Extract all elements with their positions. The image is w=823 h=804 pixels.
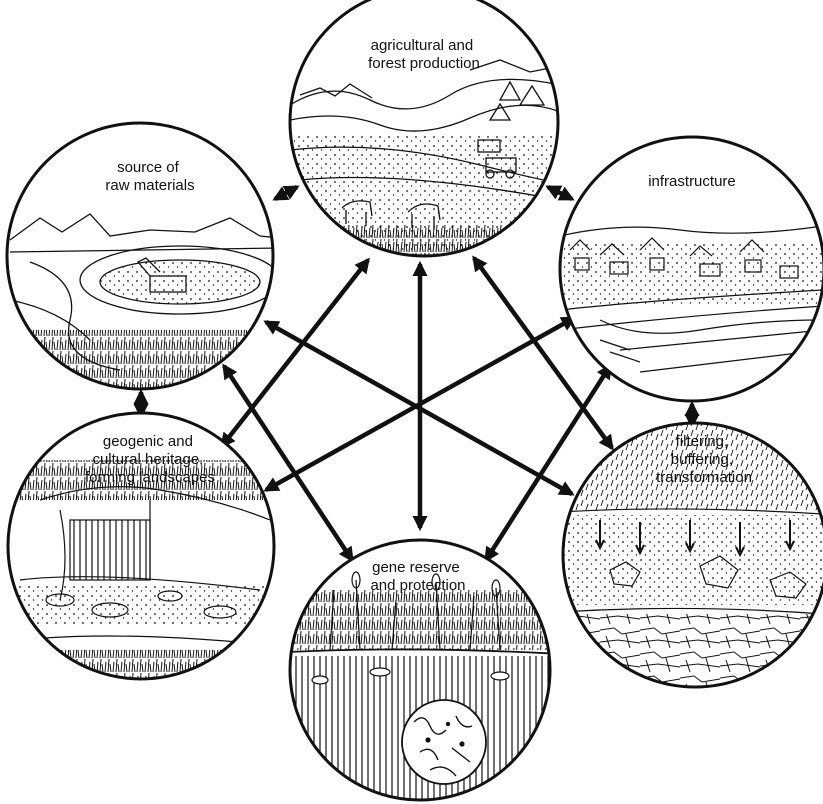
- filter-label-line-2: buffering,: [671, 451, 733, 468]
- node-geogenic-cultural-heritage: geogenic and cultural heritage, forming …: [6, 411, 276, 681]
- arrow-agri-infra: [545, 184, 575, 202]
- link-arrows: [133, 184, 700, 563]
- arrow-infra-gene: [484, 363, 612, 563]
- gene-label-line-1: gene reserve: [372, 559, 460, 576]
- agri-label-line-2: forest production: [368, 55, 480, 72]
- geo-label: geogenic and cultural heritage, forming …: [85, 433, 215, 486]
- raw-label-line-2: raw materials: [105, 177, 194, 194]
- filter-label: filtering, buffering, transformation: [656, 433, 752, 486]
- filter-label-line-1: filtering,: [676, 433, 729, 450]
- node-agricultural-forest-production: agricultural and forest production: [288, 0, 560, 258]
- arrow-infra-geo: [263, 316, 577, 492]
- node-filtering-buffering-transformation: filtering, buffering, transformation: [561, 421, 823, 689]
- agri-label-line-1: agricultural and: [371, 37, 474, 54]
- geo-label-line-2: cultural heritage,: [92, 451, 203, 468]
- infra-label-line-1: infrastructure: [648, 173, 736, 190]
- gene-scene: [290, 571, 550, 800]
- node-source-raw-materials: source of raw materials: [5, 121, 275, 391]
- gene-label-line-2: and protection: [370, 577, 465, 594]
- arrow-raw-agri: [272, 185, 300, 201]
- raw-label-line-1: source of: [117, 159, 180, 176]
- node-gene-reserve-protection: gene reserve and protection: [288, 538, 552, 802]
- gene-label: gene reserve and protection: [370, 559, 465, 594]
- geo-label-line-1: geogenic and: [103, 433, 193, 450]
- infra-scene: [560, 225, 823, 373]
- infra-label: infrastructure: [648, 173, 736, 190]
- agri-label: agricultural and forest production: [368, 37, 480, 72]
- raw-label: source of raw materials: [105, 159, 194, 194]
- geo-label-line-3: forming landscapes: [85, 469, 215, 486]
- node-infrastructure: infrastructure: [558, 135, 823, 403]
- filter-label-line-3: transformation: [656, 469, 752, 486]
